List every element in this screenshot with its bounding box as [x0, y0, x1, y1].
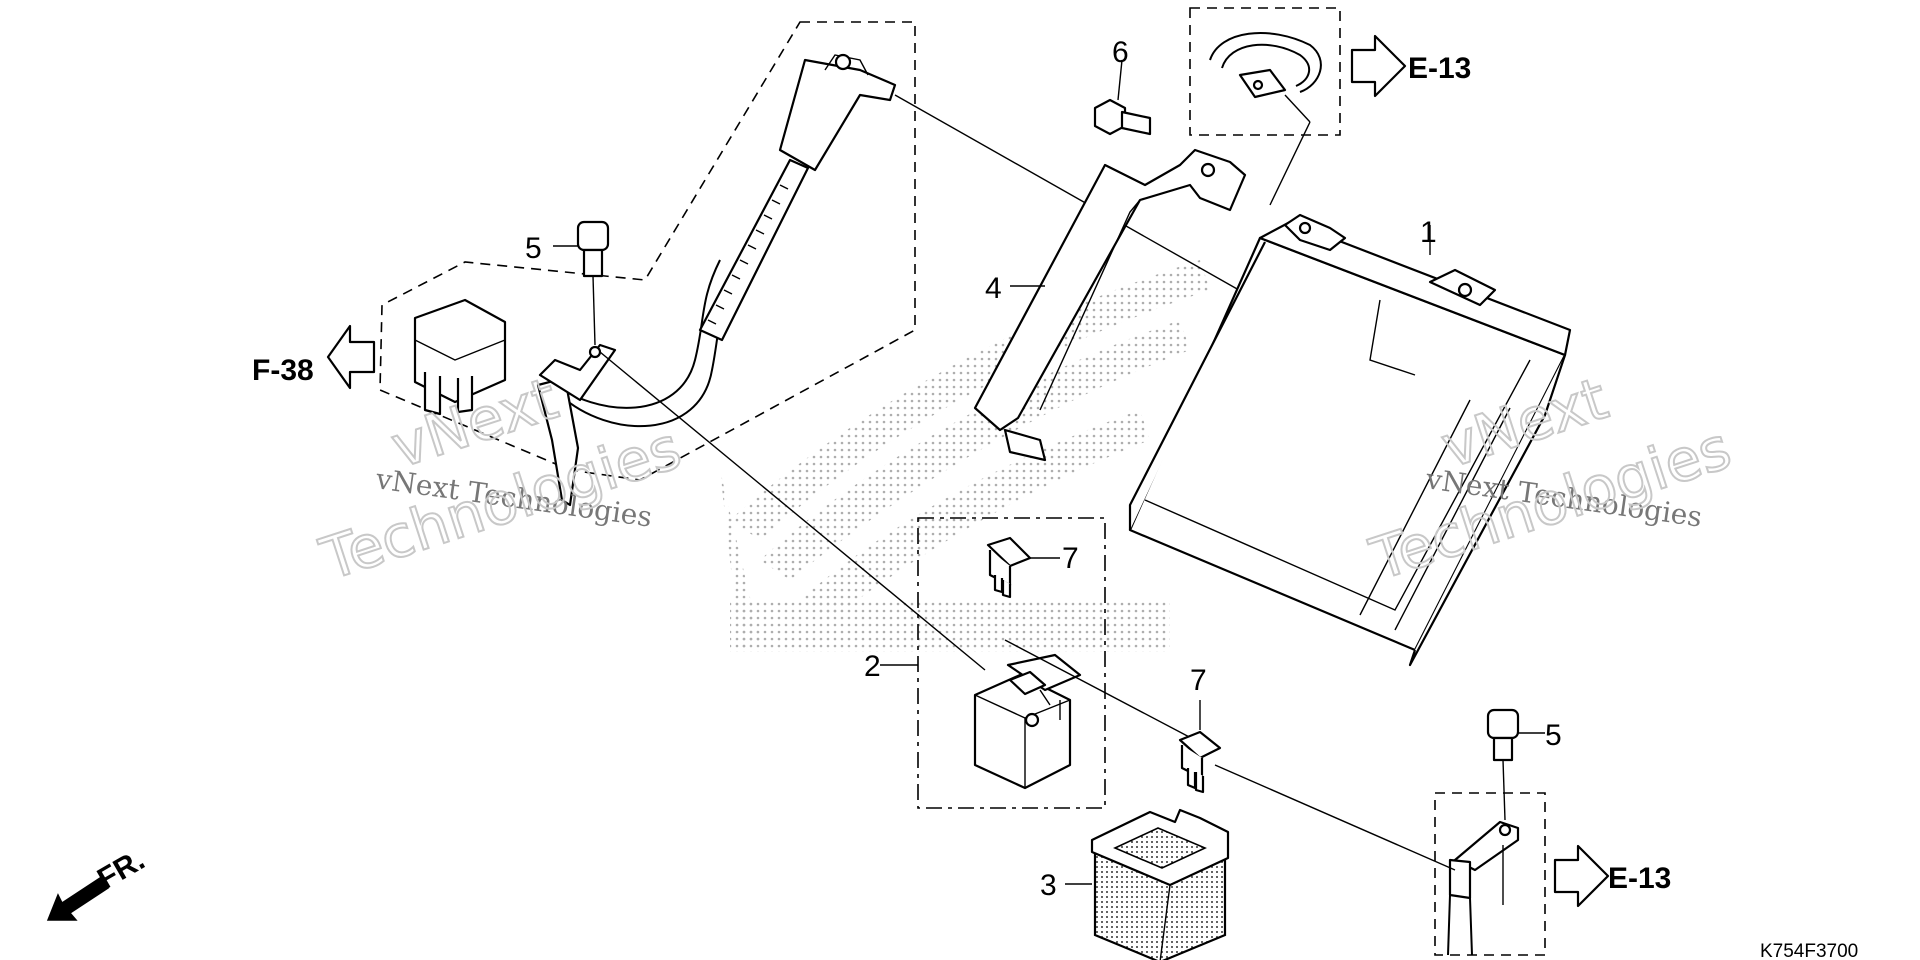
callout-fuse-b: 7 — [1190, 664, 1207, 697]
reference-left: F-38 — [252, 324, 376, 390]
flange-bolt — [1093, 59, 1152, 136]
cable-top-right-outline — [1189, 7, 1341, 136]
callout-flange-bolt: 6 — [1112, 36, 1129, 69]
reference-bottom-right: E-13 — [1553, 844, 1671, 908]
bolt-top — [576, 220, 610, 346]
reference-f38-label: F-38 — [252, 354, 314, 387]
reference-top-right: E-13 — [1350, 34, 1471, 98]
callout-bolt-top: 5 — [525, 232, 542, 265]
battery — [1128, 213, 1572, 667]
fuse-a — [986, 536, 1032, 599]
callout-bolt-bottom: 5 — [1545, 719, 1562, 752]
fuse-b — [1178, 730, 1222, 794]
terminal-cover — [413, 298, 507, 416]
diagram-code: K754F3700 — [1760, 941, 1858, 960]
relay-group-outline — [917, 517, 1106, 809]
cable-group-outline — [379, 21, 916, 481]
front-arrow-icon: FR. — [46, 843, 150, 921]
callout-battery-band: 4 — [985, 272, 1002, 305]
bolt-bottom — [1486, 708, 1520, 821]
cable-top-right — [1209, 32, 1322, 123]
wing-logo-watermark — [720, 260, 1210, 652]
battery-band — [973, 148, 1247, 462]
relay-cover — [1090, 808, 1230, 960]
cable-bottom-right-outline — [1434, 792, 1546, 956]
cable-bottom-right — [1447, 820, 1520, 956]
callout-relay: 2 — [864, 650, 881, 683]
relay — [973, 653, 1082, 790]
callout-relay-cover: 3 — [1040, 869, 1057, 902]
callout-battery: 1 — [1420, 216, 1437, 249]
battery-cable — [536, 53, 897, 507]
watermark-left: vNext Technologies vNext Technologies — [311, 363, 689, 594]
callout-fuse-a: 7 — [1062, 542, 1079, 575]
reference-e13-top-label: E-13 — [1408, 52, 1471, 85]
reference-e13-bottom-label: E-13 — [1608, 862, 1671, 895]
